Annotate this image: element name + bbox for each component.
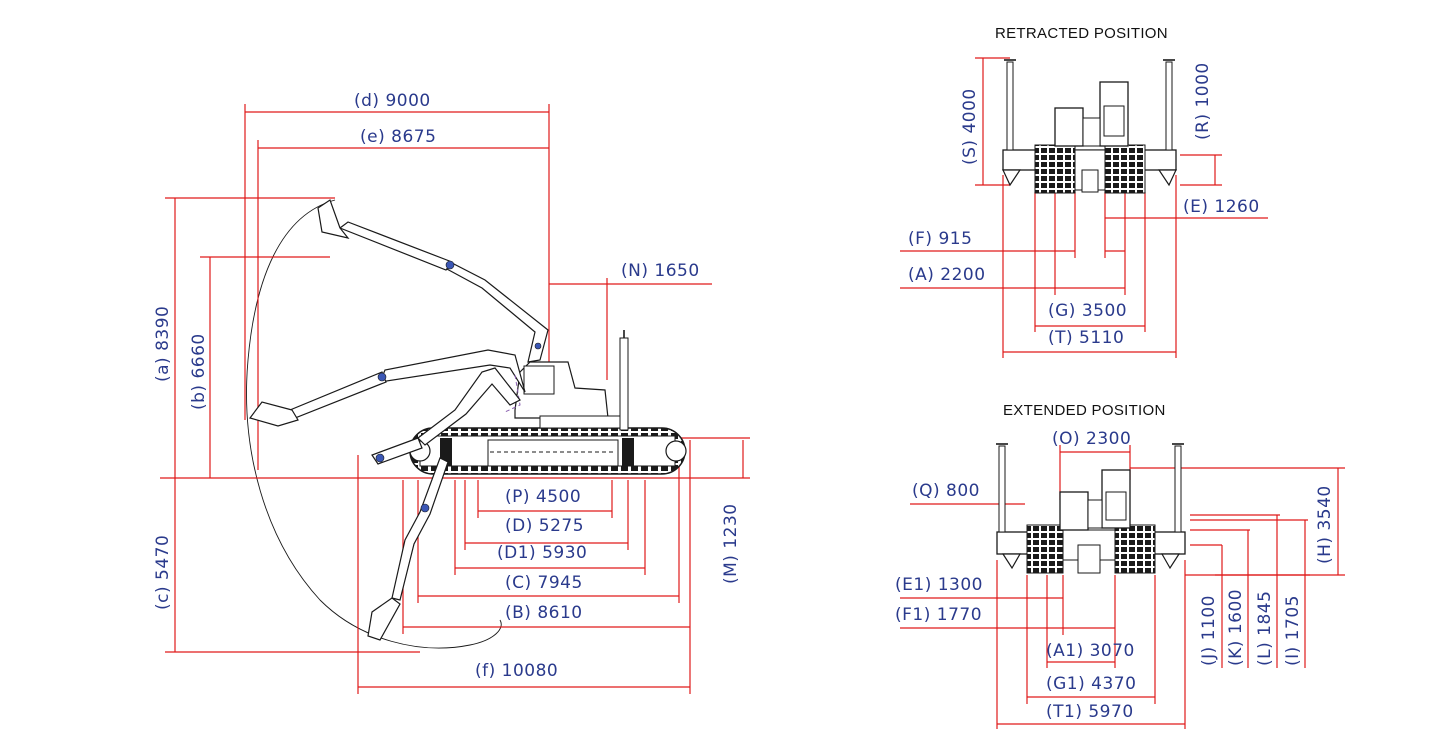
label-O: (O) 2300 bbox=[1052, 429, 1131, 449]
label-N: (N) 1650 bbox=[621, 261, 700, 281]
label-F1: (F1) 1770 bbox=[895, 605, 982, 625]
label-R: (R) 1000 bbox=[1193, 62, 1213, 140]
bucket-mid bbox=[248, 401, 299, 427]
label-f: (f) 10080 bbox=[475, 661, 558, 681]
bucket-low bbox=[367, 597, 401, 641]
label-M: (M) 1230 bbox=[721, 503, 741, 584]
label-c: (c) 5470 bbox=[153, 535, 173, 610]
stick-low-1 bbox=[371, 437, 423, 465]
retracted-view bbox=[900, 57, 1268, 358]
label-A: (A) 2200 bbox=[908, 265, 986, 285]
label-D: (D) 5275 bbox=[505, 516, 584, 536]
label-T1: (T1) 5970 bbox=[1046, 702, 1134, 722]
stick-low-2 bbox=[391, 457, 449, 601]
label-D1: (D1) 5930 bbox=[497, 543, 587, 563]
label-A1: (A1) 3070 bbox=[1046, 641, 1135, 661]
label-P: (P) 4500 bbox=[505, 487, 581, 507]
label-L: (L) 1845 bbox=[1255, 591, 1275, 666]
label-a: (a) 8390 bbox=[153, 306, 173, 382]
extended-view bbox=[900, 443, 1345, 729]
retracted-title: RETRACTED POSITION bbox=[995, 25, 1168, 42]
boom-high bbox=[444, 261, 549, 363]
label-e: (e) 8675 bbox=[360, 127, 436, 147]
bucket-high bbox=[317, 199, 350, 239]
label-K: (K) 1600 bbox=[1226, 589, 1246, 666]
stick-mid bbox=[289, 371, 387, 419]
stick-high bbox=[338, 221, 453, 271]
extended-title: EXTENDED POSITION bbox=[1003, 402, 1166, 419]
label-b: (b) 6660 bbox=[189, 333, 209, 410]
reach-envelope bbox=[246, 199, 502, 649]
label-J: (J) 1100 bbox=[1199, 595, 1219, 666]
label-S: (S) 4000 bbox=[960, 88, 980, 165]
label-d: (d) 9000 bbox=[354, 91, 431, 111]
label-G1: (G1) 4370 bbox=[1046, 674, 1136, 694]
boom-low bbox=[417, 367, 521, 446]
label-E1: (E1) 1300 bbox=[895, 575, 983, 595]
label-E: (E) 1260 bbox=[1183, 197, 1260, 217]
label-C: (C) 7945 bbox=[505, 573, 583, 593]
label-H: (H) 3540 bbox=[1315, 485, 1335, 564]
label-G: (G) 3500 bbox=[1048, 301, 1127, 321]
label-I: (I) 1705 bbox=[1283, 595, 1303, 666]
side-view bbox=[160, 104, 750, 694]
label-B: (B) 8610 bbox=[505, 603, 583, 623]
label-F: (F) 915 bbox=[908, 229, 972, 249]
label-T: (T) 5110 bbox=[1048, 328, 1124, 348]
label-Q: (Q) 800 bbox=[912, 481, 980, 501]
